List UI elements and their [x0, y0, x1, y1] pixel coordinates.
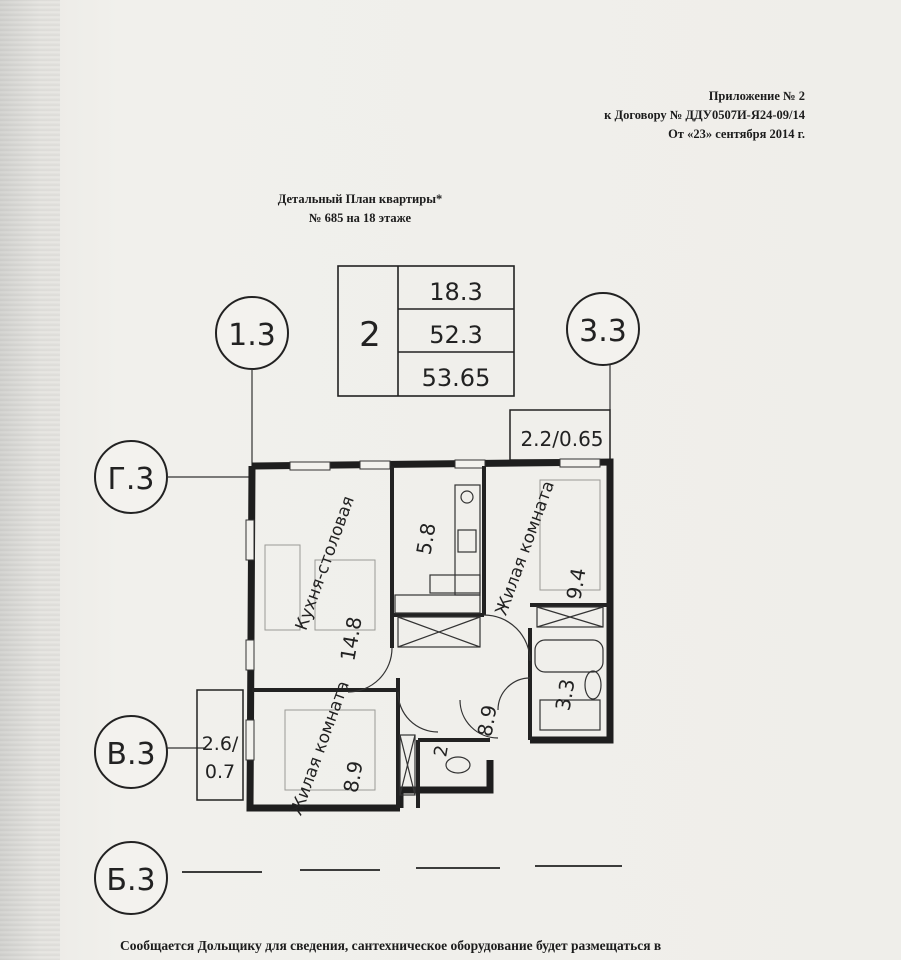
footer-note: Сообщается Дольщику для сведения, сантех…: [120, 938, 662, 953]
wc-area: 2: [430, 744, 453, 759]
bathroom-fixtures: [397, 606, 604, 796]
balcony-left-area-top: 2.6/: [202, 733, 239, 755]
appendix-number: Приложение № 2: [708, 89, 805, 103]
axis-lines: [167, 365, 611, 749]
balcony-left: [196, 689, 244, 801]
interior-walls: [252, 466, 610, 808]
windows: [245, 458, 601, 761]
balcony-left-area-bottom: 0.7: [205, 761, 235, 783]
bedroom-left-label: Жилая комната: [287, 678, 354, 818]
door-swings: [347, 614, 531, 739]
axis-label-b-3: Б.3: [106, 863, 155, 898]
plan-title-line2: № 685 на 18 этаже: [308, 211, 412, 225]
living-area-value: 18.3: [429, 278, 482, 306]
appendix-header: Приложение № 2 к Договору № ДДУ0507И-Я24…: [604, 87, 805, 144]
plan-title: Детальный План квартиры* № 685 на 18 эта…: [235, 190, 485, 228]
bedroom-left-area: 8.9: [339, 759, 368, 794]
bathroom-area: 3.3: [551, 677, 580, 712]
bedroom-right-area: 9.4: [562, 566, 591, 601]
axis-label-1-3: 1.3: [228, 318, 276, 353]
axis-circle-b-3: [94, 841, 168, 915]
axis-circle-3-3: [566, 292, 640, 366]
plan-title-line1: Детальный План квартиры*: [277, 192, 443, 206]
axis-circle-v-3: [94, 715, 168, 789]
kitchen-fixtures: [394, 484, 481, 614]
axis-label-3-3: 3.3: [579, 314, 627, 349]
room-count: 2: [359, 315, 381, 355]
area-summary-box: [337, 265, 515, 397]
bedroom-right-label: Жилая комната: [492, 478, 559, 618]
kitchen-area: 14.8: [335, 615, 366, 663]
balcony-right-area: 2.2/0.65: [520, 427, 603, 451]
kitchen-label: Кухня-столовая: [292, 494, 359, 634]
furniture-outlines: [264, 479, 601, 791]
bath-upper-area: 5.8: [412, 521, 441, 556]
axis-label-v-3: В.3: [106, 737, 155, 772]
axis-label-g-3: Г.3: [108, 462, 155, 497]
scan-edge-shadow: [0, 0, 60, 960]
total-area-value: 52.3: [429, 321, 482, 349]
axis-b-dashed-line: [182, 865, 622, 873]
total-area-balcony-value: 53.65: [422, 364, 491, 392]
hall-area: 8.9: [473, 703, 502, 738]
contract-number: к Договору № ДДУ0507И-Я24-09/14: [604, 108, 805, 122]
contract-date: От «23» сентября 2014 г.: [668, 127, 805, 141]
